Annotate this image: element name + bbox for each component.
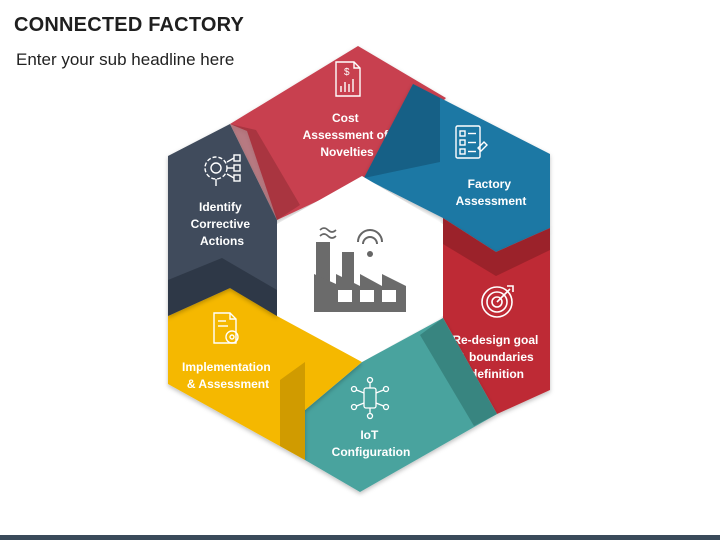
segment-cost-shape — [230, 46, 446, 220]
target-icon — [481, 285, 514, 318]
segment-factory-label-1: Factory — [468, 177, 512, 191]
segment-corrective-shape — [168, 124, 277, 316]
svg-text:Cost Assessment of: Cost Assessment of Novelties — [303, 111, 392, 159]
svg-text:Factory Assessment: Factory Assessment — [456, 177, 527, 208]
iot-network-icon — [350, 376, 390, 420]
segment-implementation: Implementation & Assessment — [168, 288, 362, 460]
segment-redesign-label-1: Re-design goal — [452, 333, 538, 347]
segment-cost-assessment: $ Cost Assessment of Novelties — [230, 46, 446, 220]
segment-iot-label-2: Configuration — [332, 445, 411, 459]
segment-redesign-fold — [443, 218, 550, 276]
segment-cost-fold — [230, 124, 300, 220]
segment-corrective-fold — [168, 258, 277, 316]
segment-redesign-shape — [443, 218, 550, 414]
segment-implementation-label-2: & Assessment — [187, 377, 269, 391]
segment-iot-label-1: IoT — [360, 428, 379, 442]
segment-implementation-fold — [280, 362, 305, 460]
svg-text:Identify Corrective: Identify Corrective Actions — [191, 200, 254, 248]
segment-cost-label-2: Assessment of — [303, 128, 389, 142]
segment-factory-fold — [364, 84, 440, 178]
segment-redesign-goal: Re-design goal & boundaries definition — [443, 218, 550, 414]
segment-cost-label-3: Novelties — [320, 145, 374, 159]
gear-network-icon — [204, 154, 241, 186]
segment-corrective-label-2: Corrective — [191, 217, 251, 231]
bottom-accent-bar — [0, 535, 720, 540]
segment-iot-fold — [420, 318, 497, 426]
segment-factory-assessment: Factory Assessment — [364, 84, 550, 252]
segment-redesign-label-2: & boundaries — [457, 350, 534, 364]
svg-text:Implementation & Assessm: Implementation & Assessment — [182, 360, 274, 391]
segment-cost-label-1: Cost — [332, 111, 359, 125]
svg-text:$: $ — [344, 67, 350, 78]
checklist-icon — [455, 125, 488, 159]
page-subtitle: Enter your sub headline here — [16, 50, 235, 69]
segment-factory-label-2: Assessment — [456, 194, 527, 208]
invoice-chart-icon: $ — [335, 61, 361, 97]
document-gear-icon — [213, 312, 239, 344]
smart-factory-icon — [314, 227, 406, 312]
segment-corrective-label-3: Actions — [200, 234, 244, 248]
page-title: CONNECTED FACTORY — [14, 14, 245, 36]
segment-corrective-label-1: Identify — [199, 200, 242, 214]
svg-text:Re-design goal & boundar: Re-design goal & boundaries definition — [452, 333, 541, 381]
center-hexagon — [277, 176, 443, 362]
center-hexagon-shape — [277, 176, 443, 362]
segment-redesign-label-3: definition — [470, 367, 524, 381]
segment-corrective-actions: Identify Corrective Actions — [168, 124, 277, 316]
svg-text:IoT Configuration: IoT Configuration — [332, 428, 411, 459]
segment-implementation-label-1: Implementation — [182, 360, 271, 374]
segment-iot-configuration: IoT Configuration — [305, 318, 497, 492]
segment-implementation-shape — [168, 288, 362, 460]
